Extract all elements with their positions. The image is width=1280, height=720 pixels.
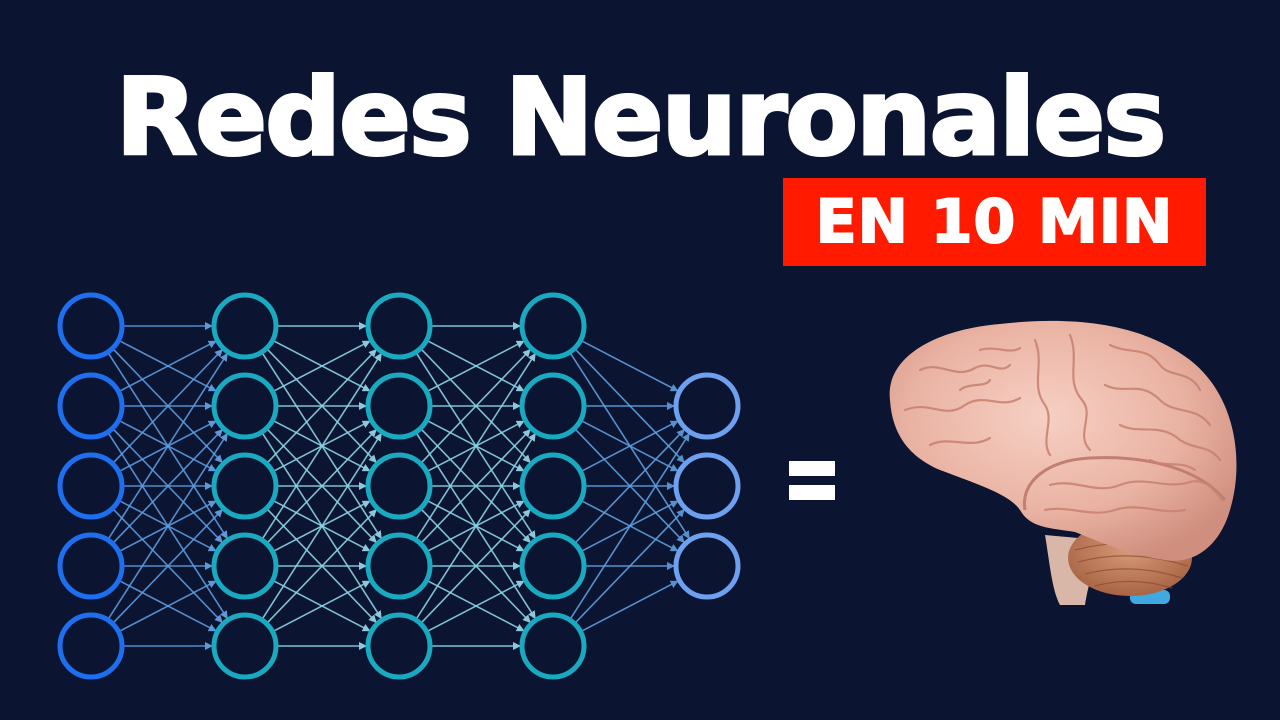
connection-edge xyxy=(113,509,223,623)
input-node xyxy=(57,612,125,680)
connection-edge xyxy=(108,432,228,619)
hidden-2-node xyxy=(365,372,433,440)
connection-edge xyxy=(113,429,223,543)
input-node xyxy=(57,532,125,600)
connection-edge xyxy=(113,349,223,463)
output-node xyxy=(673,372,741,440)
hidden-3-node xyxy=(519,292,587,360)
connection-edge xyxy=(421,349,531,463)
connection-edge xyxy=(575,509,685,623)
connection-edge xyxy=(262,432,382,619)
input-node xyxy=(57,372,125,440)
connection-edge xyxy=(273,340,371,392)
connection-edge xyxy=(119,340,217,392)
connection-edge xyxy=(421,429,531,543)
output-node xyxy=(673,532,741,600)
hidden-2-node xyxy=(365,532,433,600)
brain-icon xyxy=(889,320,1237,605)
connection-edge xyxy=(581,340,679,392)
connection-edge xyxy=(416,432,536,619)
equals-bar-top xyxy=(789,461,835,476)
connection-edge xyxy=(119,580,217,632)
connection-edge xyxy=(267,509,377,623)
hidden-2-node xyxy=(365,452,433,520)
network-connections xyxy=(108,322,690,650)
hidden-1-node xyxy=(211,532,279,600)
input-node xyxy=(57,452,125,520)
equals-bar-bottom xyxy=(789,485,835,500)
connection-edge xyxy=(273,580,371,632)
page-title: Redes Neuronales xyxy=(114,56,1168,179)
hidden-3-node xyxy=(519,612,587,680)
connection-edge xyxy=(570,432,690,619)
connection-edge xyxy=(421,509,531,623)
hidden-1-node xyxy=(211,612,279,680)
input-node xyxy=(57,292,125,360)
hidden-1-node xyxy=(211,292,279,360)
hidden-1-node xyxy=(211,452,279,520)
connection-edge xyxy=(575,429,685,543)
output-node xyxy=(673,452,741,520)
connection-edge xyxy=(416,352,536,539)
hidden-2-node xyxy=(365,292,433,360)
connection-edge xyxy=(427,580,525,632)
connection-edge xyxy=(262,352,382,539)
duration-badge-label: EN 10 MIN xyxy=(815,186,1174,258)
hidden-3-node xyxy=(519,372,587,440)
connection-edge xyxy=(267,429,377,543)
hidden-3-node xyxy=(519,532,587,600)
connection-edge xyxy=(108,352,228,539)
network-nodes xyxy=(57,292,741,680)
connection-edge xyxy=(581,580,679,632)
hidden-2-node xyxy=(365,612,433,680)
connection-edge xyxy=(427,340,525,392)
connection-edge xyxy=(581,420,679,472)
connection-edge xyxy=(267,349,377,463)
hidden-1-node xyxy=(211,372,279,440)
duration-badge: EN 10 MIN xyxy=(783,178,1206,266)
equals-sign xyxy=(789,461,835,501)
hidden-3-node xyxy=(519,452,587,520)
